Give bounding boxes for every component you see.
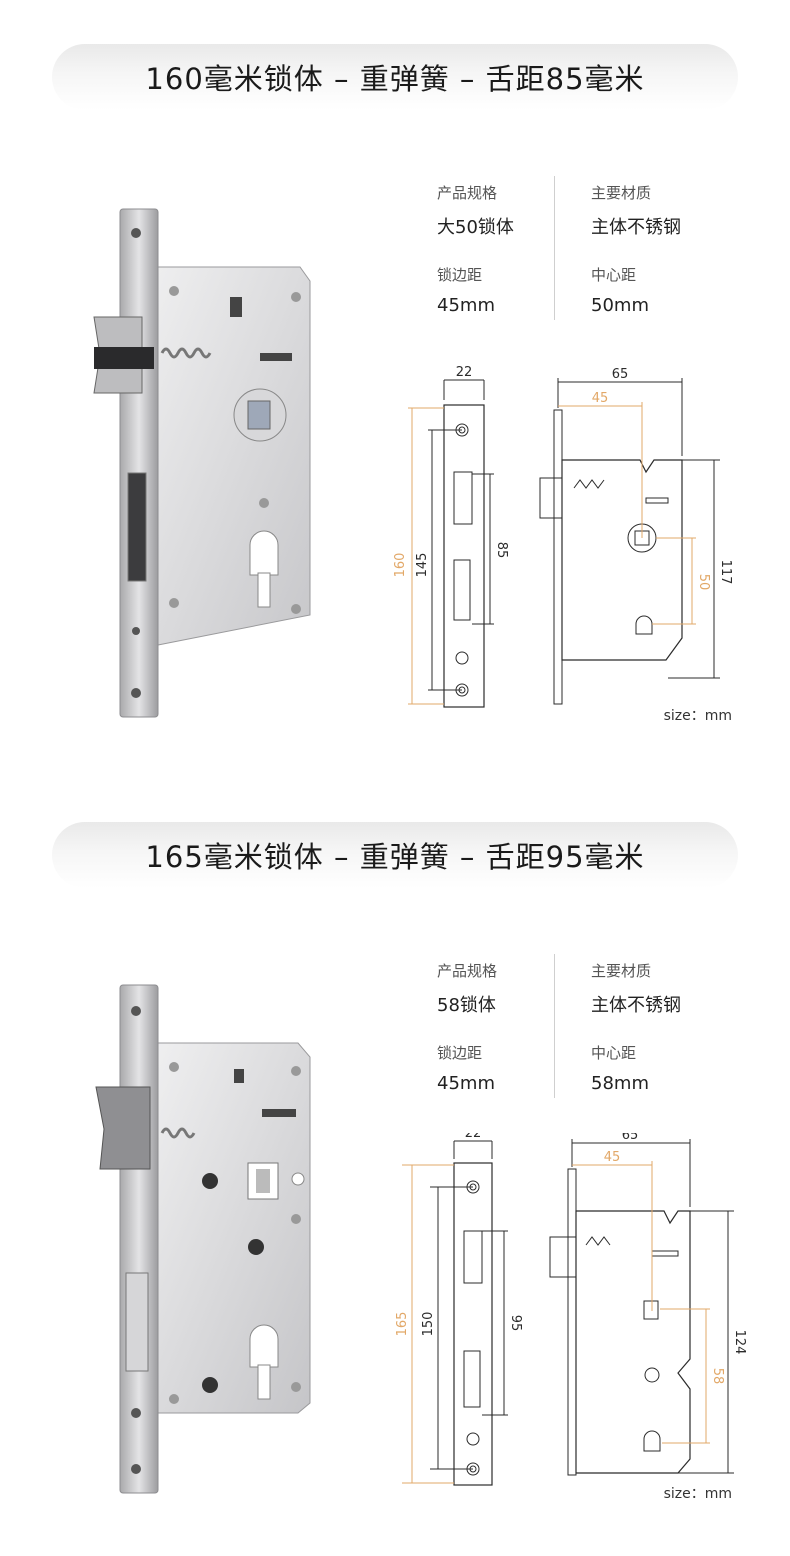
spec-material-value: 主体不锈钢 xyxy=(591,995,681,1016)
dim-body-width: 65 xyxy=(612,367,629,382)
section-title: 165毫米锁体 – 重弹簧 – 舌距95毫米 xyxy=(145,840,645,874)
dim-faceplate-height: 165 xyxy=(395,1312,410,1337)
spec-backset: 锁边距 45mm xyxy=(437,1042,495,1094)
dim-center-distance: 50 xyxy=(696,574,711,591)
dim-backset: 45 xyxy=(592,391,609,406)
dim-body-height: 117 xyxy=(718,560,733,585)
spec-center: 中心距 50mm xyxy=(591,264,649,316)
lock-body-photo xyxy=(95,984,311,1494)
dim-latch-spacing: 85 xyxy=(494,542,509,559)
spec-material: 主要材质 主体不锈钢 xyxy=(591,182,681,239)
spec-material-label: 主要材质 xyxy=(591,962,652,980)
spec-backset-label: 锁边距 xyxy=(437,266,483,284)
spec-center-label: 中心距 xyxy=(591,1044,637,1062)
spec-model-label: 产品规格 xyxy=(437,184,498,202)
dim-backset: 45 xyxy=(604,1150,621,1165)
spec-divider xyxy=(554,176,555,320)
dim-faceplate-height: 160 xyxy=(393,553,408,578)
spec-material-label: 主要材质 xyxy=(591,184,652,202)
dim-body-height: 124 xyxy=(732,1330,747,1355)
spec-model-value: 58锁体 xyxy=(437,995,496,1016)
technical-drawing: 22 165 150 95 65 45 58 xyxy=(395,1133,747,1486)
section-title-banner: 160毫米锁体 – 重弹簧 – 舌距85毫米 xyxy=(52,44,738,110)
spec-backset-value: 45mm xyxy=(437,295,495,316)
spec-material: 主要材质 主体不锈钢 xyxy=(591,960,681,1017)
spec-center-value: 58mm xyxy=(591,1073,649,1094)
lock-body-photo xyxy=(93,208,311,718)
spec-center-value: 50mm xyxy=(591,295,649,316)
spec-backset-label: 锁边距 xyxy=(437,1044,483,1062)
spec-model: 产品规格 大50锁体 xyxy=(437,182,514,239)
dim-faceplate-width: 22 xyxy=(465,1133,482,1141)
dim-center-distance: 58 xyxy=(710,1368,725,1385)
dim-latch-spacing: 95 xyxy=(508,1315,523,1332)
spec-model: 产品规格 58锁体 xyxy=(437,960,497,1017)
spec-center: 中心距 58mm xyxy=(591,1042,649,1094)
product-section-160: 160毫米锁体 – 重弹簧 – 舌距85毫米 xyxy=(52,44,738,724)
size-unit-note: size：mm xyxy=(663,708,732,724)
technical-drawing: 22 160 145 85 65 45 50 xyxy=(393,365,733,708)
spec-backset: 锁边距 45mm xyxy=(437,264,495,316)
dim-body-width: 65 xyxy=(622,1133,639,1143)
section-title: 160毫米锁体 – 重弹簧 – 舌距85毫米 xyxy=(145,62,645,96)
dim-hole-spacing: 150 xyxy=(421,1312,436,1337)
dim-hole-spacing: 145 xyxy=(415,553,430,578)
spec-divider xyxy=(554,954,555,1098)
spec-model-label: 产品规格 xyxy=(437,962,498,980)
spec-material-value: 主体不锈钢 xyxy=(591,217,681,238)
spec-model-value: 大50锁体 xyxy=(437,217,514,238)
section-title-banner: 165毫米锁体 – 重弹簧 – 舌距95毫米 xyxy=(52,822,738,888)
spec-backset-value: 45mm xyxy=(437,1073,495,1094)
product-section-165: 165毫米锁体 – 重弹簧 – 舌距95毫米 xyxy=(0,778,790,1556)
dim-faceplate-width: 22 xyxy=(456,365,473,380)
spec-center-label: 中心距 xyxy=(591,266,637,284)
size-unit-note: size：mm xyxy=(663,1486,732,1502)
